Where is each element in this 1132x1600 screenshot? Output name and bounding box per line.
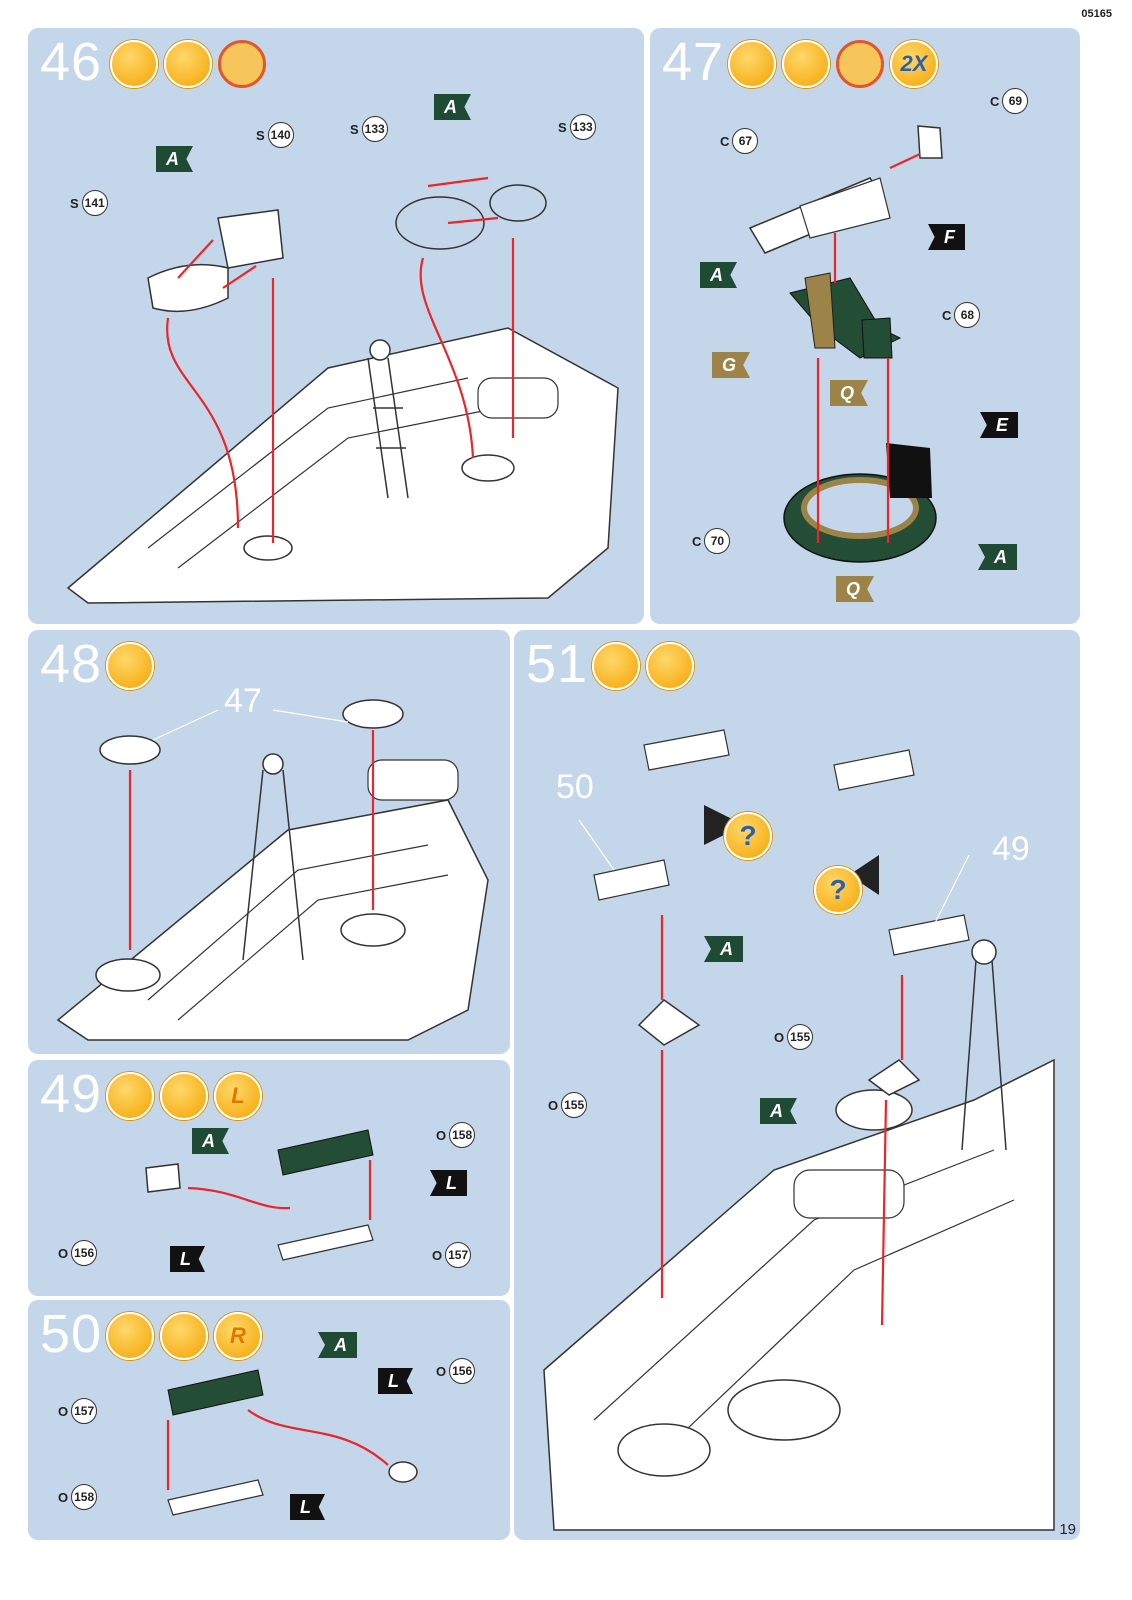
step-48-icons bbox=[106, 642, 154, 690]
step-50-number: 50 bbox=[40, 1304, 103, 1364]
reference-step-47: 47 bbox=[224, 682, 262, 720]
step-51-illustration bbox=[543, 729, 1055, 1531]
step-46-illustration bbox=[66, 176, 619, 604]
glue-icon bbox=[106, 1072, 154, 1120]
paint-icon bbox=[160, 1312, 208, 1360]
step-50-icons: R bbox=[106, 1312, 262, 1360]
step-51-number: 51 bbox=[526, 634, 589, 694]
step-49-illustration bbox=[145, 1129, 374, 1261]
step-47-illustration bbox=[748, 125, 943, 563]
decal-l-badge: L bbox=[214, 1072, 262, 1120]
step-49-icons: L bbox=[106, 1072, 262, 1120]
reference-step-49: 49 bbox=[992, 830, 1030, 868]
glue-icon bbox=[592, 642, 640, 690]
clock-icon bbox=[836, 40, 884, 88]
decal-r-badge: R bbox=[214, 1312, 262, 1360]
multiplier-badge: 2X bbox=[890, 40, 938, 88]
step-48-number: 48 bbox=[40, 634, 103, 694]
step-46-number: 46 bbox=[40, 32, 103, 92]
catalog-code: 05165 bbox=[1081, 8, 1112, 20]
flag-a: A bbox=[434, 94, 471, 120]
question-icon: ? bbox=[724, 812, 772, 860]
step-47-number: 47 bbox=[662, 32, 725, 92]
clock-icon bbox=[218, 40, 266, 88]
flag-a: A bbox=[704, 936, 743, 962]
paint-icon bbox=[782, 40, 830, 88]
glue-icon bbox=[106, 1312, 154, 1360]
step-49-number: 49 bbox=[40, 1064, 103, 1124]
question-icon: ? bbox=[814, 866, 862, 914]
flag-l: L bbox=[170, 1246, 205, 1272]
glue-icon bbox=[728, 40, 776, 88]
glue-icon bbox=[110, 40, 158, 88]
step-48-panel: 48 47 bbox=[28, 630, 510, 1054]
reference-step-50: 50 bbox=[556, 768, 594, 806]
paint-icon bbox=[160, 1072, 208, 1120]
page-number: 19 bbox=[1059, 1521, 1076, 1538]
step-51-icons bbox=[592, 642, 694, 690]
flag-q: Q bbox=[830, 380, 869, 406]
paint-icon bbox=[164, 40, 212, 88]
step-46-icons bbox=[110, 40, 266, 88]
paint-icon bbox=[646, 642, 694, 690]
step-47-icons: 2X bbox=[728, 40, 938, 88]
flag-l: L bbox=[378, 1368, 413, 1394]
step-50-illustration bbox=[166, 1369, 418, 1516]
glue-icon bbox=[106, 642, 154, 690]
step-48-illustration bbox=[56, 699, 489, 1041]
flag-e: E bbox=[980, 412, 1019, 438]
